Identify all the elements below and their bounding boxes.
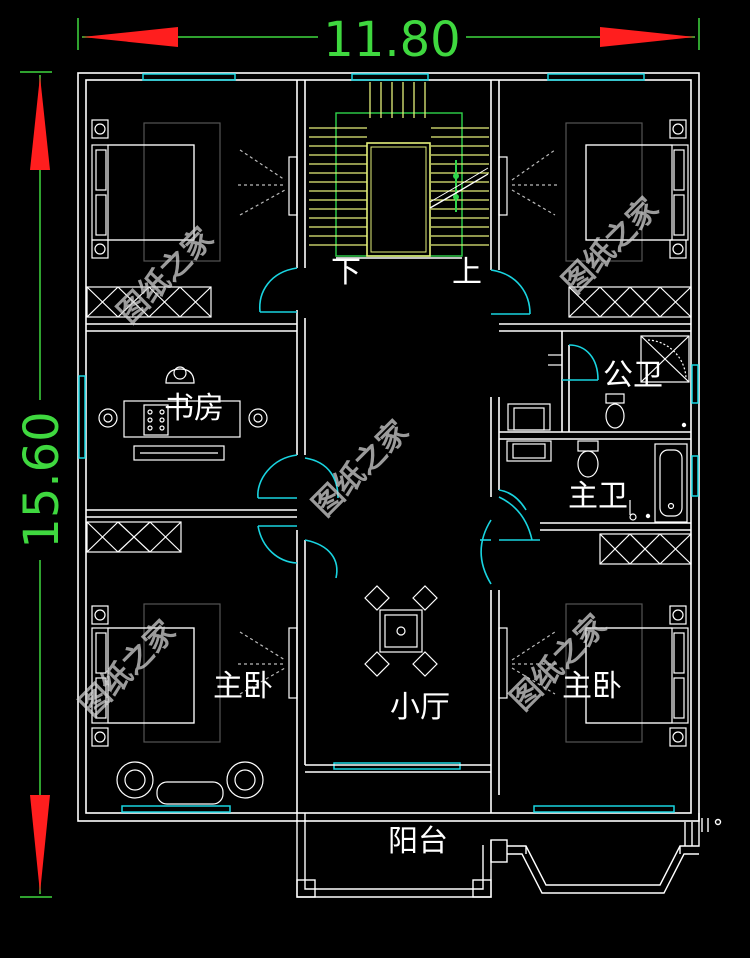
staircase: 下 上: [309, 82, 489, 290]
arrow-right-icon: [600, 27, 695, 47]
watermark-text: 图纸之家: [73, 614, 183, 724]
windows: [78, 73, 699, 813]
public-bath-label: 公卫: [603, 358, 663, 393]
bedroom-top-right-furniture: [498, 119, 692, 318]
balcony-outline: [296, 813, 722, 898]
master-bedroom-right-label: 主卧: [562, 669, 622, 704]
room-labels: 书房 公卫 主卫 主卧 主卧 小厅 阳台: [164, 358, 663, 859]
watermarks: 图纸之家 图纸之家 图纸之家 图纸之家 图纸之家: [73, 191, 666, 724]
public-bath-fixtures: [507, 335, 690, 431]
study-label: 书房: [164, 391, 224, 426]
dimension-top: 11.80: [77, 12, 700, 68]
hall-dining-set: [364, 585, 438, 677]
balcony-label: 阳台: [388, 824, 448, 859]
watermark-text: 图纸之家: [111, 221, 221, 331]
stair-up-label: 上: [452, 255, 482, 290]
arrow-down-icon: [30, 795, 50, 893]
door-swings: [257, 267, 599, 585]
master-bedroom-left-furniture: [86, 521, 298, 805]
master-bath-label: 主卫: [568, 479, 628, 514]
watermark-text: 图纸之家: [306, 414, 416, 524]
interior-walls: [86, 80, 691, 813]
bedroom-top-left-furniture: [86, 119, 298, 318]
stair-down-label: 下: [331, 255, 361, 290]
arrow-up-icon: [30, 76, 50, 170]
arrow-left-icon: [82, 27, 178, 47]
small-hall-label: 小厅: [390, 690, 450, 725]
master-bedroom-right-furniture: [498, 603, 689, 747]
master-bedroom-left-label: 主卧: [213, 669, 273, 704]
master-bath-fixtures: [506, 422, 692, 565]
height-dimension-label: 15.60: [14, 411, 70, 548]
study-furniture: [98, 366, 268, 461]
watermark-text: 图纸之家: [556, 191, 666, 301]
dimension-left: 15.60: [14, 71, 70, 898]
width-dimension-label: 11.80: [323, 12, 460, 68]
